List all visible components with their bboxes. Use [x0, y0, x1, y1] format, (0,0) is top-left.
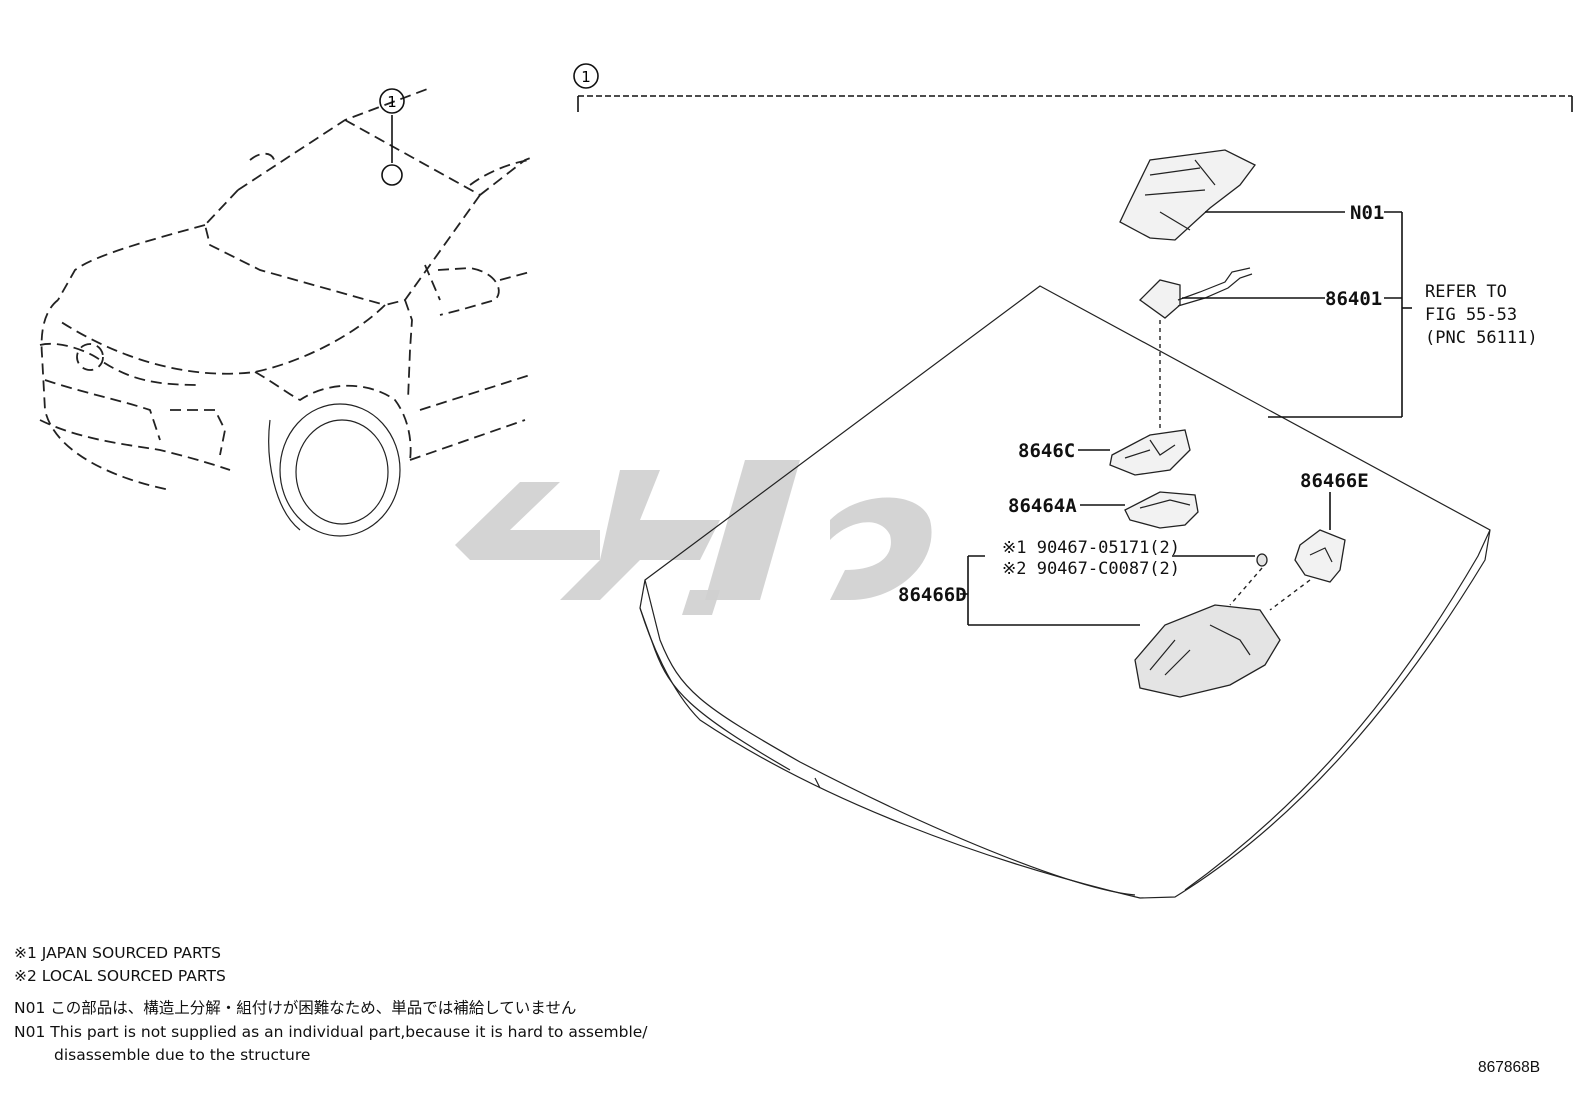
n01-cover-part: [1119, 149, 1256, 241]
legend-n01-english-2: disassemble due to the structure: [54, 1046, 310, 1064]
label-86401: 86401: [1325, 288, 1382, 310]
fastener-line-1: ※1 90467-05171(2): [1002, 538, 1180, 558]
assembly-bracket: [573, 63, 1573, 112]
overview-callout-number: 1: [387, 93, 397, 111]
label-86466d: 86466D: [898, 584, 967, 606]
bracket-86466e-part: [1294, 529, 1346, 583]
legend-local-sourced: ※2 LOCAL SOURCED PARTS: [14, 967, 226, 985]
windshield-glass: [639, 285, 1491, 899]
label-86464a: 86464A: [1008, 495, 1077, 517]
assembly-guide-lines: [1159, 320, 1311, 611]
watermark-logo: [455, 460, 932, 615]
fastener-line-2: ※2 90467-C0087(2): [1002, 559, 1180, 579]
label-8646c: 8646C: [1018, 440, 1075, 462]
figure-code: 867868B: [1478, 1059, 1540, 1076]
label-86466e: 86466E: [1300, 470, 1369, 492]
refer-note-line-2: FIG 55-53: [1425, 305, 1517, 325]
legend-n01-english-1: N01 This part is not supplied as an indi…: [14, 1023, 648, 1041]
legend-japan-sourced: ※1 JAPAN SOURCED PARTS: [14, 944, 221, 962]
sensor-86401-part: [1138, 267, 1253, 319]
clip-86464a-part: [1124, 491, 1199, 529]
legend-n01-japanese: N01 この部品は、構造上分解・組付けが困難なため、単品では補給していません: [14, 999, 576, 1017]
leader-lines: [960, 211, 1412, 626]
cover-86466d-part: [1134, 604, 1281, 698]
label-n01: N01: [1350, 202, 1384, 224]
refer-note-line-3: (PNC 56111): [1425, 328, 1538, 348]
bracket-8646c-part: [1109, 429, 1191, 476]
assembly-callout-number: 1: [581, 68, 591, 86]
screw-part: [1256, 553, 1268, 567]
vehicle-overview: [39, 87, 534, 537]
refer-note-line-1: REFER TO: [1425, 282, 1507, 302]
